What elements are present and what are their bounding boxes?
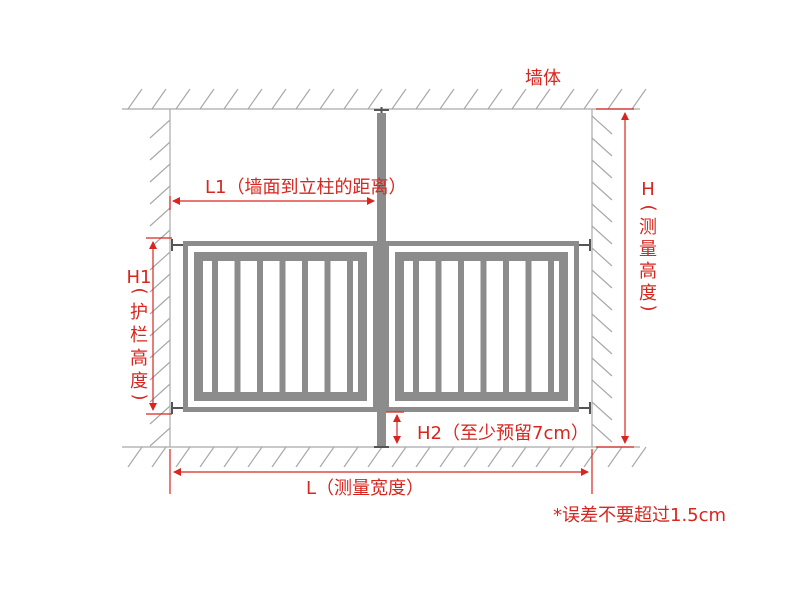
right-wall [591, 109, 613, 447]
h1-desc-char: 高 [130, 348, 148, 369]
h-desc-char: ( [638, 204, 659, 211]
wall-label: 墙体 [525, 68, 561, 89]
h2-label: H2（至少预留7cm） [417, 423, 589, 444]
bottom-wall [122, 446, 647, 468]
h-desc-char: 量 [639, 239, 657, 260]
railing-bar [413, 261, 419, 392]
h1-description: ( 护 栏 高 度 ) [129, 287, 150, 400]
railing-bar [302, 261, 308, 392]
wall-mount-pins [171, 239, 591, 414]
railing-panel-right [384, 241, 579, 412]
error-note: *误差不要超过1.5cm [553, 505, 726, 526]
dimension-lines [146, 108, 634, 494]
railing-bar [548, 261, 554, 392]
railing-bar [279, 261, 286, 392]
railing-bar [435, 261, 442, 392]
railing-bar [234, 261, 241, 392]
top-wall [122, 88, 647, 110]
h-label: H [641, 179, 655, 200]
railing-bar [324, 261, 331, 392]
railing-bar [480, 261, 487, 392]
h1-desc-char: 栏 [130, 325, 148, 346]
railing-panel-left [183, 241, 378, 412]
railing-bar [525, 261, 532, 392]
railing-bar [458, 261, 464, 392]
h-desc-char: 测 [639, 217, 657, 238]
h-desc-char: ) [638, 304, 659, 311]
center-post [374, 107, 389, 448]
h1-desc-char: ( [129, 287, 150, 294]
h-description: ( 测 量 高 度 ) [638, 204, 659, 311]
h-desc-char: 度 [639, 283, 657, 304]
l1-label: L1（墙面到立柱的距离） [205, 177, 406, 198]
railing-bar [257, 261, 263, 392]
h1-desc-char: 度 [130, 371, 148, 392]
l-label: L（测量宽度） [306, 478, 424, 499]
railing-bar [503, 261, 509, 392]
h1-desc-char: 护 [130, 302, 148, 323]
railing-bar [347, 261, 353, 392]
h1-desc-char: ) [129, 393, 150, 400]
h-desc-char: 高 [639, 261, 657, 282]
railing-bar [212, 261, 218, 392]
h1-label: H1 [127, 267, 152, 288]
